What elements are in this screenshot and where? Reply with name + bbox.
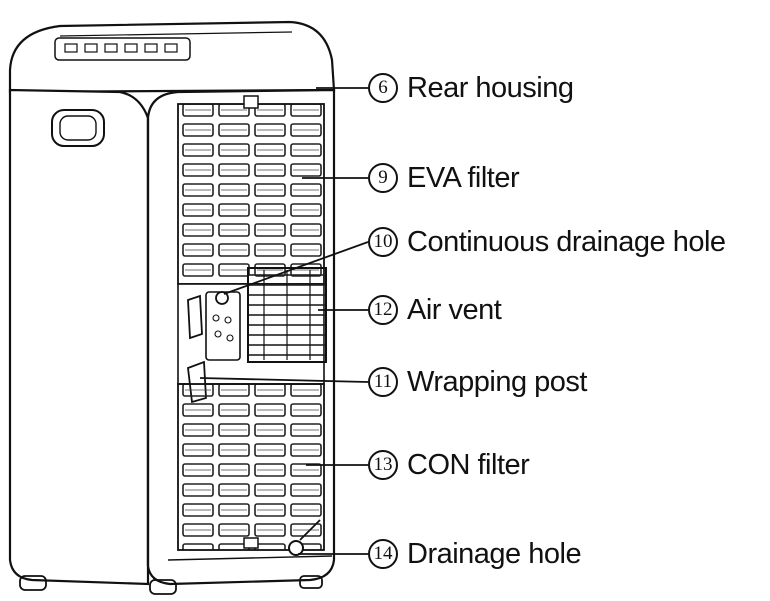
wrapping-post-upper: [187, 294, 203, 340]
drainage-fitting: [215, 291, 229, 305]
leader-lines: [199, 87, 369, 555]
callout-number: 10: [368, 227, 398, 257]
callout-label: Wrapping post: [407, 365, 587, 398]
callout-label: CON filter: [407, 448, 530, 481]
callout-eva-filter: 9 EVA filter: [368, 158, 520, 198]
middle-section: [177, 267, 327, 404]
callout-con-filter: 13 CON filter: [368, 445, 530, 485]
top-clip: [243, 95, 259, 109]
callout-number: 14: [368, 539, 398, 569]
callout-label: Continuous drainage hole: [407, 225, 726, 258]
callout-label: Rear housing: [407, 71, 574, 104]
callout-drainage-hole: 14 Drainage hole: [368, 534, 582, 574]
callout-rear-housing: 6 Rear housing: [368, 68, 574, 108]
eva-filter-grille: [177, 103, 325, 285]
con-filter-grille: [177, 383, 325, 551]
callout-number: 11: [368, 367, 398, 397]
callout-label: Air vent: [407, 293, 502, 326]
callout-number: 13: [368, 450, 398, 480]
callout-label: Drainage hole: [407, 537, 582, 570]
drainage-plug: [288, 519, 321, 556]
callout-number: 12: [368, 295, 398, 325]
callout-label: EVA filter: [407, 161, 520, 194]
callout-number: 9: [368, 163, 398, 193]
callout-wrapping-post: 11 Wrapping post: [368, 362, 587, 402]
callout-number: 6: [368, 73, 398, 103]
callout-air-vent: 12 Air vent: [368, 290, 502, 330]
callout-continuous-drainage-hole: 10 Continuous drainage hole: [368, 222, 726, 262]
